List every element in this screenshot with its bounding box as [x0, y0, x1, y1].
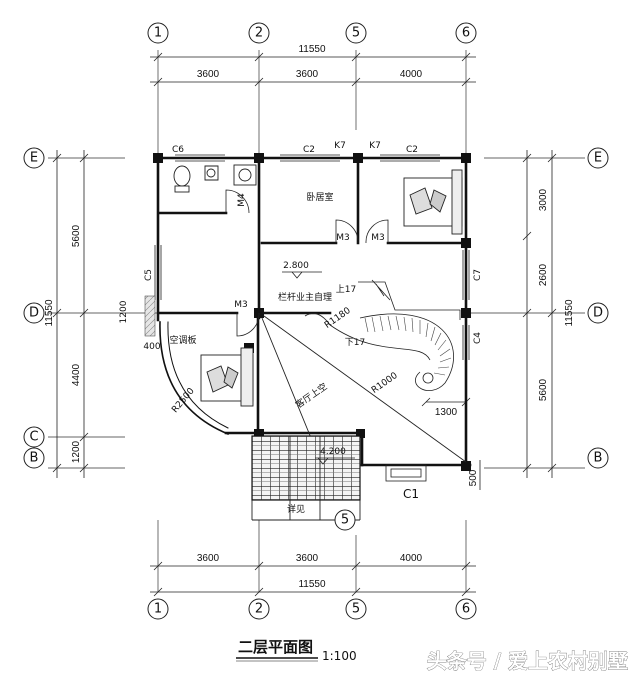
dim-bottom-total: 11550	[298, 579, 326, 590]
axis-label-right-E: E	[594, 151, 602, 166]
windows	[154, 154, 470, 482]
window-label-c4: C4	[473, 332, 483, 344]
dim-top-bay-2: 3600	[296, 69, 319, 80]
axis-label-top-6: 6	[462, 26, 470, 41]
door-label-m4: M4	[237, 193, 247, 207]
axis-label-left-E: E	[30, 151, 38, 166]
axis-bubble-bottom-5	[345, 598, 367, 620]
level-marks	[282, 271, 355, 465]
axis-label-top-2: 2	[255, 26, 263, 41]
axis-label-right-B: B	[594, 451, 603, 466]
axis-label-bottom-6: 6	[462, 602, 470, 617]
dim-right-part-3: 5600	[538, 378, 549, 401]
window-label-c2-a: C2	[303, 145, 315, 155]
axis-label-top-5: 5	[352, 26, 360, 41]
dim-porch-offset: 500	[468, 469, 479, 486]
porch-roof-tiles	[251, 435, 361, 501]
axis-bubbles	[23, 22, 609, 620]
dim-left-upper: 5600	[71, 224, 82, 247]
dim-top-total: 11550	[298, 44, 326, 55]
porch-lines	[251, 436, 361, 521]
k7-label-a: K7	[334, 141, 346, 151]
drawing-scale: 1:100	[322, 649, 357, 663]
axis-bubble-bottom-1	[147, 598, 169, 620]
axis-bubble-left-E	[23, 147, 45, 169]
axis-label-top-1: 1	[154, 26, 162, 41]
axis-bubble-top-1	[147, 22, 169, 44]
dim-small-1200: 1200	[119, 300, 129, 323]
axis-bubble-left-C	[23, 426, 45, 448]
door-label-m3-b: M3	[371, 233, 385, 243]
axis-bubble-bottom-2	[248, 598, 270, 620]
dim-right-part-1: 3000	[538, 188, 549, 211]
axis-bubble-top-6	[455, 22, 477, 44]
railing-note: 栏杆业主自理	[278, 291, 332, 303]
dim-top-bay-3: 4000	[400, 69, 423, 80]
wall-hatch	[144, 295, 156, 337]
level-label-porch: 4.200	[320, 447, 346, 457]
axis-bubble-right-B	[587, 447, 609, 469]
drawing-title: 二层平面图	[238, 638, 313, 656]
axis-bubble-right-D	[587, 302, 609, 324]
axis-bubble-top-2	[248, 22, 270, 44]
stair-down-label: 下17	[345, 338, 365, 348]
dim-bottom-bay-3: 4000	[400, 553, 423, 564]
axis-label-porch-5: 5	[341, 513, 349, 528]
walls	[156, 156, 472, 467]
axis-bubble-right-E	[587, 147, 609, 169]
axis-label-bottom-2: 2	[255, 602, 263, 617]
axis-label-left-D: D	[29, 306, 39, 321]
dim-top-bay-1: 3600	[197, 69, 220, 80]
window-label-c6: C6	[172, 145, 184, 155]
dim-right-part-2: 2600	[538, 263, 549, 286]
bathroom-fixtures	[173, 164, 257, 193]
axis-label-right-D: D	[593, 306, 603, 321]
dim-bottom-bay-1: 3600	[197, 553, 220, 564]
axis-label-bottom-1: 1	[154, 602, 162, 617]
stair-up-label: 上17	[336, 284, 356, 295]
axis-bubble-porch-5	[334, 509, 356, 531]
axis-bubble-left-B	[23, 447, 45, 469]
window-label-c5: C5	[144, 269, 154, 281]
radius-bay: R2500	[170, 386, 197, 415]
level-label-upper: 2.800	[283, 261, 309, 271]
dim-left-lower: 4400	[71, 363, 82, 386]
dim-stair-offset: 1300	[435, 407, 458, 418]
porch-roof-note: 详见	[287, 503, 305, 515]
dim-small-400: 400	[143, 342, 160, 352]
window-label-c7: C7	[473, 269, 483, 281]
dim-bottom-bay-2: 3600	[296, 553, 319, 564]
ac-panel-label: 空调板	[169, 334, 196, 346]
axis-bubble-left-D	[23, 302, 45, 324]
beds	[200, 169, 463, 407]
door-label-m3-a: M3	[336, 233, 350, 243]
window-label-c1: C1	[403, 487, 419, 501]
window-label-c2-b: C2	[406, 145, 418, 155]
dim-left-c-b: 1200	[71, 440, 82, 463]
spiral-stair	[329, 279, 461, 391]
axis-bubble-top-5	[345, 22, 367, 44]
doors	[225, 189, 389, 337]
radius-stair: R1000	[370, 371, 400, 396]
watermark-text: 头条号 / 爱上农村别墅	[427, 649, 628, 673]
k7-label-b: K7	[369, 141, 381, 151]
living-void-label: 客厅上空	[293, 380, 329, 410]
dim-right-total: 11550	[564, 299, 575, 327]
axis-label-bottom-5: 5	[352, 602, 360, 617]
axis-label-left-B: B	[30, 451, 39, 466]
radius-stair-top: R1180	[323, 306, 353, 331]
room-label-bedroom: 卧居室	[306, 191, 333, 203]
door-label-m3-c: M3	[234, 300, 248, 310]
axis-label-left-C: C	[29, 430, 38, 445]
dim-left-total: 11550	[44, 299, 55, 327]
axis-bubble-bottom-6	[455, 598, 477, 620]
dimension-lines	[52, 52, 557, 597]
